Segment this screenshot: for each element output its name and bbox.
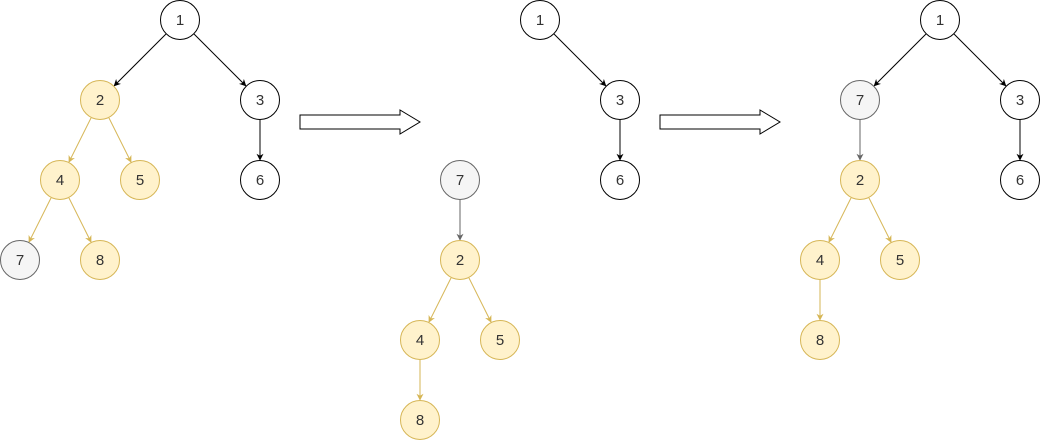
panel-original-tree: 1 2 3 4 5 6 7 8: [0, 0, 280, 280]
tree-node-b4: 4: [400, 320, 440, 360]
node-label: 3: [1016, 92, 1024, 109]
node-label: 7: [456, 172, 464, 189]
node-label: 7: [856, 92, 864, 109]
tree-node-b5: 5: [480, 320, 520, 360]
node-circle: [80, 240, 120, 280]
tree-node-b7: 7: [440, 160, 480, 200]
tree-node-c8: 8: [800, 320, 840, 360]
edge-c2-to-c4: [828, 197, 852, 243]
edge-a2-to-a4: [68, 117, 92, 163]
tree-node-a7: 7: [0, 240, 40, 280]
node-label: 1: [176, 12, 184, 29]
node-label: 1: [536, 12, 544, 29]
edge-a4-to-a7: [28, 197, 52, 243]
node-label: 8: [816, 332, 824, 349]
panel-split-step: 1 3 6 7 2 4 5 8: [400, 0, 640, 440]
node-label: 8: [96, 252, 104, 269]
node-label: 2: [856, 172, 864, 189]
edge-b1-to-b3: [553, 33, 607, 87]
tree-node-b3: 3: [600, 80, 640, 120]
node-circle: [800, 320, 840, 360]
node-label: 6: [256, 172, 264, 189]
node-circle: [240, 80, 280, 120]
transition-arrow-1-icon: [299, 109, 421, 135]
node-label: 1: [936, 12, 944, 29]
node-label: 5: [136, 172, 144, 189]
node-circle: [440, 240, 480, 280]
tree-node-a2: 2: [80, 80, 120, 120]
node-label: 3: [616, 92, 624, 109]
node-label: 3: [256, 92, 264, 109]
transition-arrow-2-icon: [659, 109, 781, 135]
tree-node-b8: 8: [400, 400, 440, 440]
tree-node-a3: 3: [240, 80, 280, 120]
node-circle: [880, 240, 920, 280]
node-circle: [120, 160, 160, 200]
node-circle: [160, 0, 200, 40]
node-circle: [1000, 160, 1040, 200]
node-circle: [480, 320, 520, 360]
edge-b2-to-b5: [468, 277, 492, 323]
node-label: 2: [96, 92, 104, 109]
edge-a4-to-a8: [68, 197, 92, 243]
tree-node-c4: 4: [800, 240, 840, 280]
tree-node-c1: 1: [920, 0, 960, 40]
node-label: 4: [56, 172, 64, 189]
node-circle: [520, 0, 560, 40]
tree-node-c6: 6: [1000, 160, 1040, 200]
node-circle: [400, 400, 440, 440]
edge-c1-to-c7: [873, 33, 927, 87]
node-circle: [40, 160, 80, 200]
tree-node-b1: 1: [520, 0, 560, 40]
panel-result-tree: 1 7 3 6 2 4 5 8: [800, 0, 1040, 360]
edge-c2-to-c5: [868, 197, 892, 243]
node-label: 8: [416, 412, 424, 429]
tree-node-a6: 6: [240, 160, 280, 200]
node-circle: [920, 0, 960, 40]
edge-b2-to-b4: [428, 277, 452, 323]
edges-layer: [28, 33, 1024, 401]
node-label: 5: [896, 252, 904, 269]
node-label: 5: [496, 332, 504, 349]
node-circle: [840, 160, 880, 200]
edge-a1-to-a2: [113, 33, 167, 87]
node-circle: [80, 80, 120, 120]
transition-arrows-layer: [299, 109, 781, 135]
edge-a2-to-a5: [108, 117, 132, 163]
node-label: 4: [416, 332, 424, 349]
node-label: 6: [1016, 172, 1024, 189]
node-circle: [400, 320, 440, 360]
node-label: 7: [16, 252, 24, 269]
node-label: 2: [456, 252, 464, 269]
tree-node-a1: 1: [160, 0, 200, 40]
node-circle: [600, 80, 640, 120]
edge-a1-to-a3: [193, 33, 247, 87]
tree-node-c7: 7: [840, 80, 880, 120]
node-circle: [440, 160, 480, 200]
tree-node-a8: 8: [80, 240, 120, 280]
node-circle: [800, 240, 840, 280]
tree-node-a5: 5: [120, 160, 160, 200]
node-circle: [1000, 80, 1040, 120]
node-label: 6: [616, 172, 624, 189]
node-circle: [600, 160, 640, 200]
edge-c1-to-c3: [953, 33, 1007, 87]
tree-node-b2: 2: [440, 240, 480, 280]
tree-node-a4: 4: [40, 160, 80, 200]
tree-node-c5: 5: [880, 240, 920, 280]
node-circle: [0, 240, 40, 280]
node-circle: [240, 160, 280, 200]
tree-node-c2: 2: [840, 160, 880, 200]
node-label: 4: [816, 252, 824, 269]
tree-node-c3: 3: [1000, 80, 1040, 120]
tree-node-b6: 6: [600, 160, 640, 200]
node-circle: [840, 80, 880, 120]
